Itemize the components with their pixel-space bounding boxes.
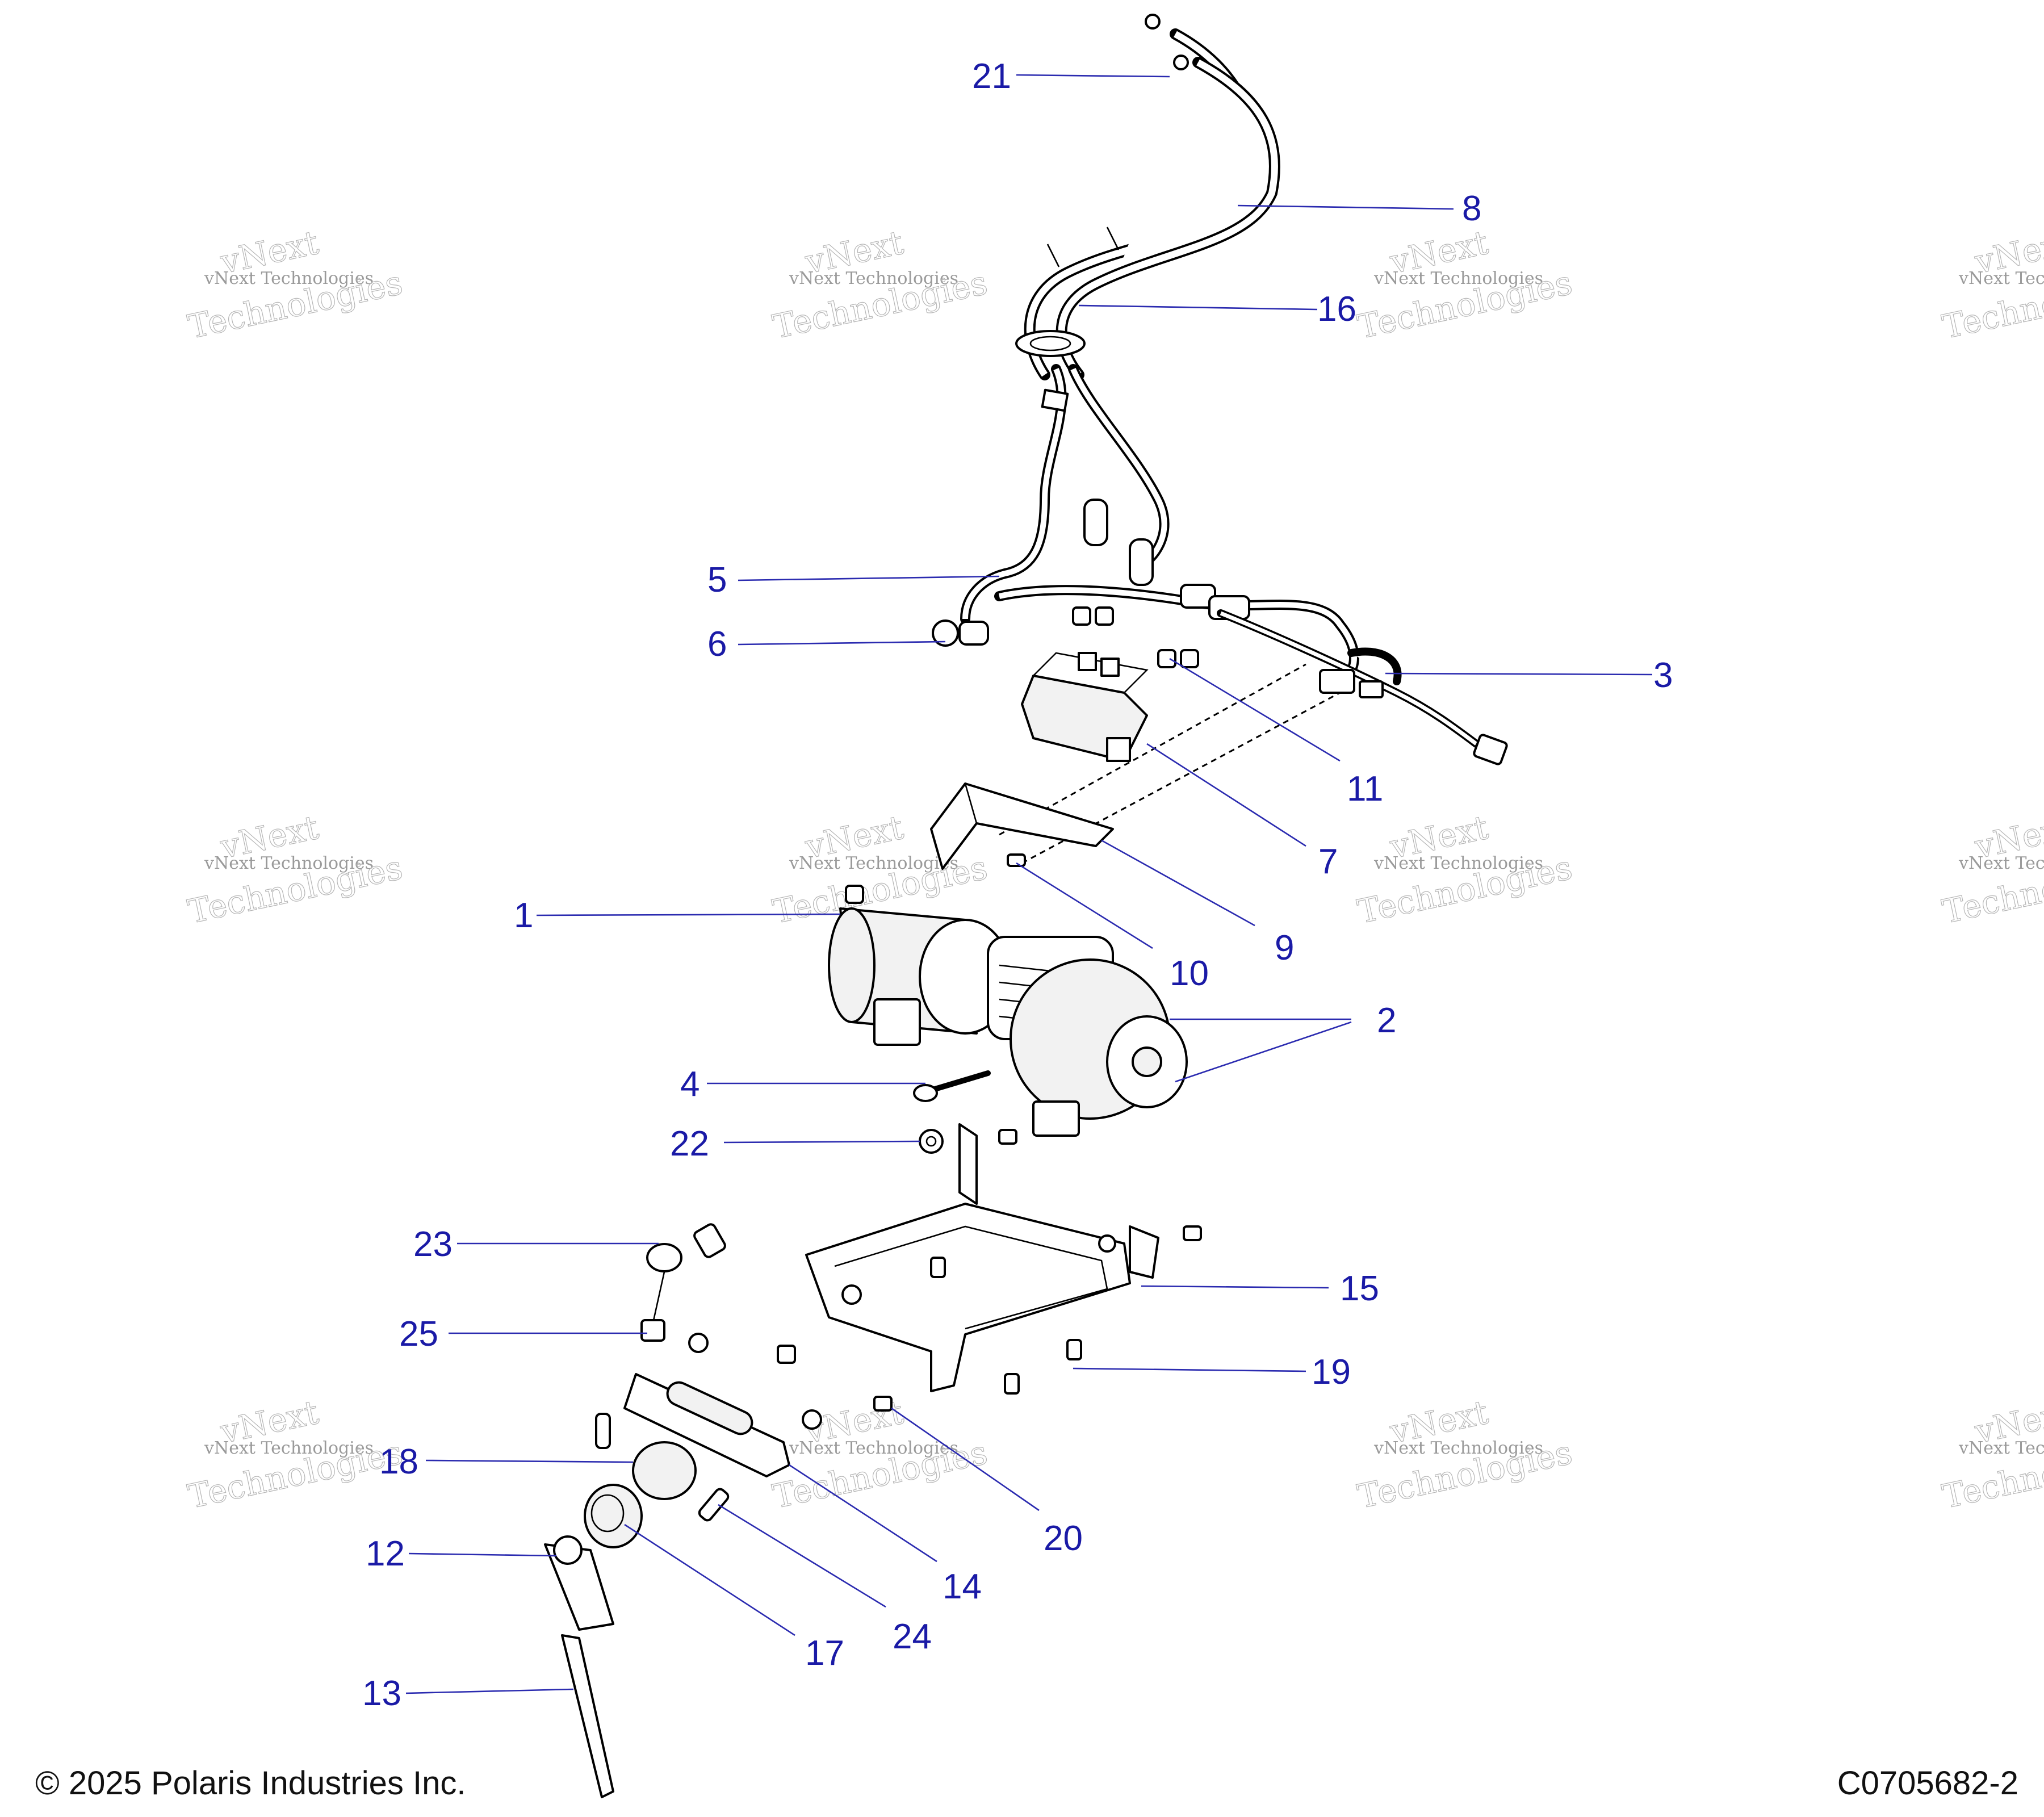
nut-part-22: [919, 1129, 944, 1154]
bolts-part-19: [777, 1129, 1202, 1395]
svg-text:vNext Technologies: vNext Technologies: [1958, 1438, 2044, 1458]
svg-text:vNext Technologies: vNext Technologies: [789, 853, 958, 873]
svg-text:vNext Technologies: vNext Technologies: [1958, 269, 2044, 288]
callout-25: 25: [399, 1314, 438, 1354]
cable-part-4: [913, 1070, 991, 1102]
watermark: vNext vNext Technologies Technologies: [185, 223, 407, 346]
callout-17: 17: [805, 1634, 844, 1673]
svg-text:vNext Technologies: vNext Technologies: [1373, 1438, 1543, 1458]
bolt-part-10: [1007, 853, 1026, 867]
svg-text:vNext Technologies: vNext Technologies: [1958, 853, 2044, 873]
callout-19: 19: [1312, 1353, 1351, 1392]
screws-part-11: [1072, 606, 1199, 668]
callout-9: 9: [1275, 928, 1294, 968]
svg-text:vNext Technologies: vNext Technologies: [204, 1438, 374, 1458]
copyright-text: © 2025 Polaris Industries Inc.: [35, 1765, 466, 1802]
callout-20: 20: [1044, 1519, 1083, 1558]
switch-part-23: [646, 1223, 726, 1324]
contactor-part-7: [1021, 652, 1149, 762]
callout-16: 16: [1317, 290, 1356, 329]
watermark: vNext vNext Technologies Technologies: [1354, 223, 1576, 346]
callout-21: 21: [972, 57, 1011, 96]
alignment-lines: [999, 663, 1341, 864]
callout-1: 1: [514, 896, 533, 935]
watermark: vNext vNext Technologies Technologies: [769, 223, 991, 346]
hook-stopper-part-17: [584, 1484, 643, 1548]
callout-7: 7: [1318, 842, 1338, 881]
battery-cables-part-8: [1024, 14, 1280, 380]
mount-plate-part-15: [805, 1123, 1159, 1392]
svg-text:vNext Technologies: vNext Technologies: [789, 1438, 958, 1458]
callout-10: 10: [1170, 954, 1209, 993]
callout-24: 24: [893, 1617, 932, 1656]
sub-harness-part-3: [1217, 609, 1508, 765]
callout-11: 11: [1347, 769, 1383, 809]
callout-6: 6: [707, 625, 727, 664]
svg-text:vNext Technologies: vNext Technologies: [789, 269, 958, 288]
bolt-part-24: [698, 1488, 730, 1522]
watermark: vNext vNext Technologies Technologies: [185, 1392, 407, 1516]
svg-text:vNext Technologies: vNext Technologies: [204, 853, 374, 873]
connector-part-25: [640, 1319, 709, 1353]
svg-text:vNext Technologies: vNext Technologies: [1373, 269, 1543, 288]
callout-5: 5: [707, 560, 727, 600]
winch-part-1: [828, 885, 1188, 1137]
callout-14: 14: [943, 1567, 982, 1606]
callout-4: 4: [680, 1065, 700, 1104]
grommet-part-16: [1015, 330, 1086, 357]
cable-terminals-part-6: [932, 619, 989, 647]
svg-text:vNext Technologies: vNext Technologies: [1373, 853, 1543, 873]
callout-8: 8: [1462, 189, 1481, 228]
callout-23: 23: [413, 1225, 453, 1264]
callout-2: 2: [1377, 1001, 1396, 1040]
winch-harness-part-5: [960, 364, 1359, 675]
stopper-part-18: [632, 1441, 697, 1500]
watermark: vNext vNext Technologies Technologies: [1939, 807, 2044, 931]
callout-18: 18: [379, 1442, 418, 1481]
callout-12: 12: [366, 1534, 405, 1573]
fairlead-part-14: [623, 1373, 790, 1477]
watermarks: vNext vNext Technologies Technologies vN…: [185, 223, 2044, 1516]
svg-text:vNext Technologies: vNext Technologies: [204, 269, 374, 288]
callout-3: 3: [1653, 656, 1673, 695]
decal-part-13: [561, 1634, 614, 1798]
bolts-part-20: [595, 1396, 893, 1449]
watermark: vNext vNext Technologies Technologies: [1354, 1392, 1576, 1516]
watermark: vNext vNext Technologies Technologies: [1939, 223, 2044, 346]
callout-13: 13: [362, 1674, 401, 1713]
drawing-number: C0705682-2: [1837, 1765, 2018, 1802]
watermark: vNext vNext Technologies Technologies: [185, 807, 407, 931]
watermark: vNext vNext Technologies Technologies: [769, 807, 991, 931]
leader-lines: [405, 74, 1653, 1694]
callout-numbers: 21 8 16 5 6 3 11 7 9 10 1 2 4 22 23 15 2…: [362, 57, 1673, 1713]
hook-part-12: [544, 1535, 614, 1631]
watermark: vNext vNext Technologies Technologies: [1354, 807, 1576, 931]
watermark: vNext vNext Technologies Technologies: [1939, 1392, 2044, 1516]
callout-22: 22: [670, 1124, 709, 1163]
callout-15: 15: [1340, 1269, 1379, 1308]
bracket-part-9: [930, 782, 1114, 870]
